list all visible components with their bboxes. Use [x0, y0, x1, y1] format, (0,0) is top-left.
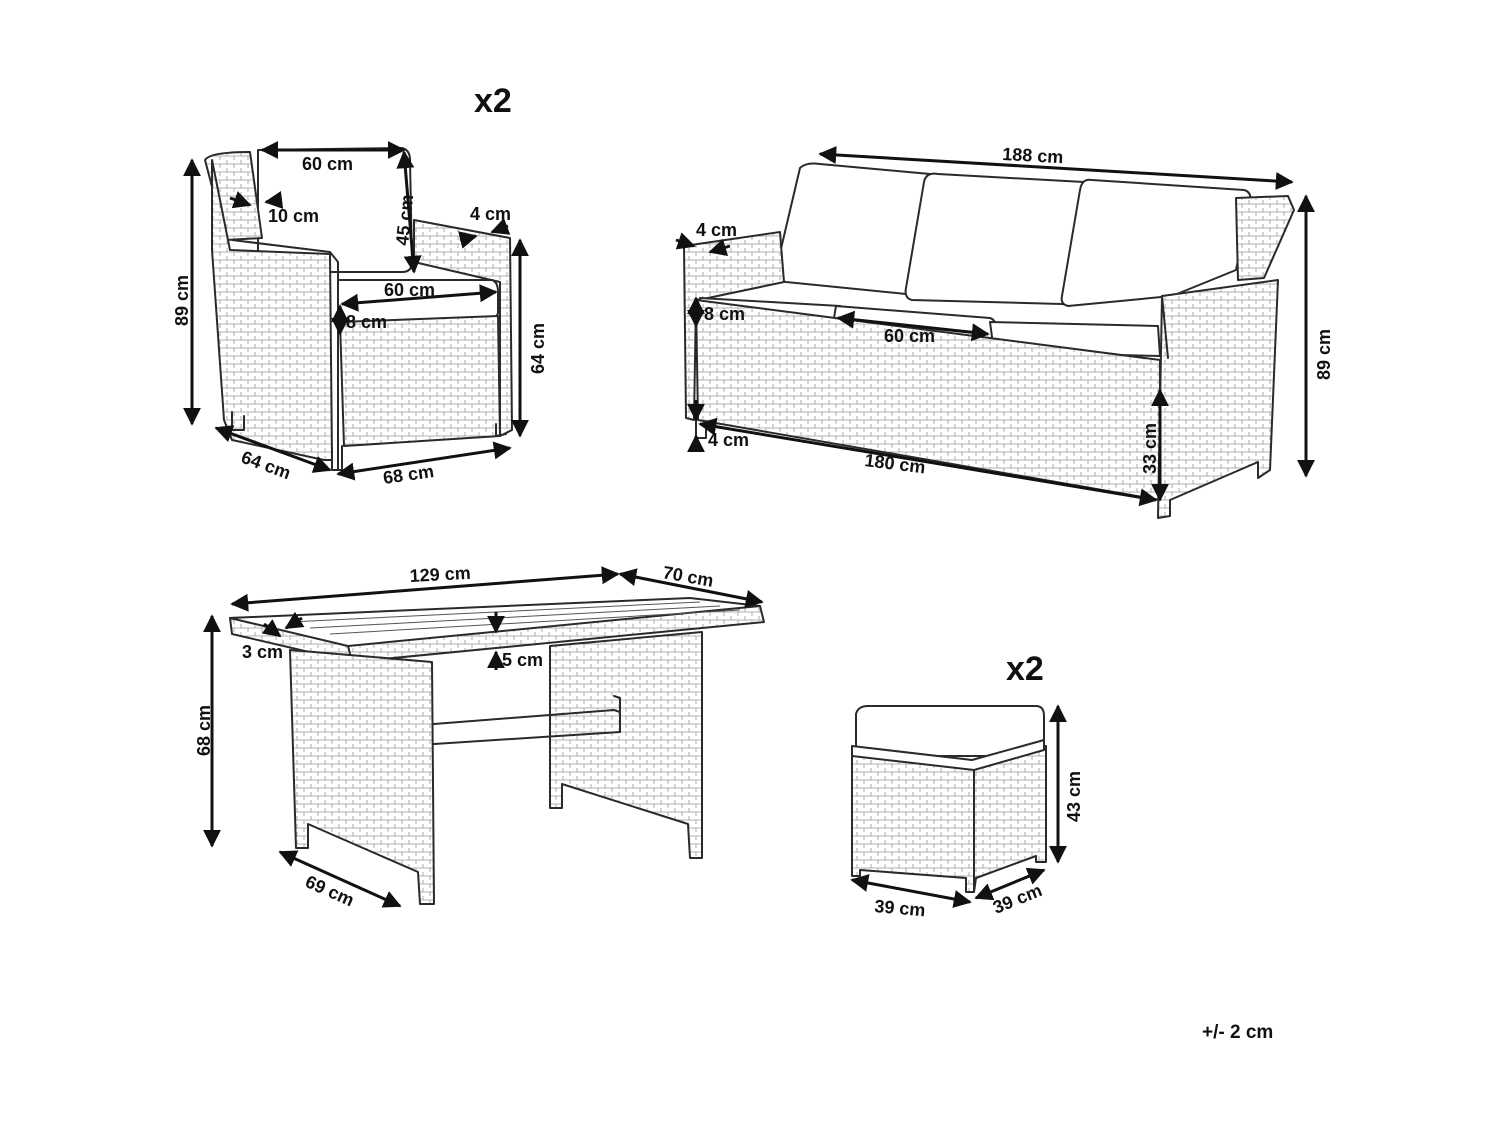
- stool-illustration: [851, 705, 1047, 893]
- armchair-arm-thickness-label: 4 cm: [470, 204, 511, 224]
- sofa-total-width-label: 188 cm: [1002, 144, 1064, 167]
- table-width-label: 70 cm: [661, 562, 715, 591]
- table-base-depth-label: 69 cm: [302, 871, 357, 910]
- sofa-labels: 188 cm 4 cm 8 cm 60 cm 89 cm 4 cm 180 cm…: [696, 144, 1334, 477]
- tolerance-note: +/- 2 cm: [1202, 1022, 1273, 1043]
- table-length-label: 129 cm: [409, 563, 471, 586]
- armchair-seat-width-label: 60 cm: [384, 280, 435, 300]
- stool-height-label: 43 cm: [1064, 771, 1084, 822]
- table-height-label: 68 cm: [194, 705, 214, 756]
- sofa-seat-cushion-label: 8 cm: [704, 304, 745, 324]
- armchair-quantity-label: x2: [474, 82, 512, 120]
- sofa-seat-height-label: 33 cm: [1140, 423, 1160, 474]
- armchair-illustration: [204, 147, 513, 471]
- table-illustration: [229, 597, 765, 905]
- sofa-cushion-width-label: 60 cm: [884, 326, 935, 346]
- stool-depth-label: 39 cm: [990, 880, 1045, 918]
- table-top-edge-label: 3 cm: [242, 642, 283, 662]
- sofa-leg-height-label: 4 cm: [708, 430, 749, 450]
- armchair-frame-thickness-label: 10 cm: [268, 206, 319, 226]
- stool-dimension-lines: [850, 704, 1067, 908]
- table-top-thickness-label: 5 cm: [502, 650, 543, 670]
- sofa-total-height-label: 89 cm: [1314, 329, 1334, 380]
- stool-quantity-label: x2: [1006, 650, 1044, 688]
- armchair-total-height-label: 89 cm: [172, 275, 192, 326]
- armchair-dimension-lines: [183, 141, 529, 481]
- sofa-dimension-lines: [675, 145, 1315, 507]
- sofa-illustration: [683, 162, 1295, 519]
- armchair-arm-height-label: 64 cm: [528, 323, 548, 374]
- sofa-arm-thickness-label: 4 cm: [696, 220, 737, 240]
- stool-width-label: 39 cm: [874, 896, 927, 920]
- table-dimension-lines: [203, 566, 764, 908]
- armchair-back-width-label: 60 cm: [302, 154, 353, 174]
- armchair-seat-cushion-label: 8 cm: [346, 312, 387, 332]
